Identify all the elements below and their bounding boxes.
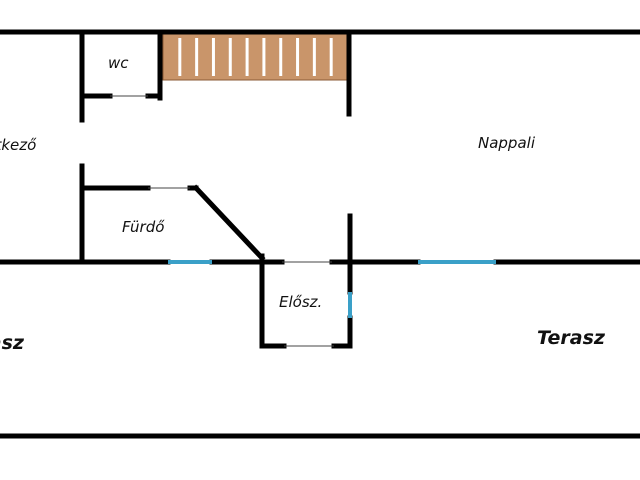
room-label-eloszoba: Elősz. <box>279 293 322 311</box>
stair-steps <box>178 38 333 76</box>
room-label-nappali: Nappali <box>478 134 536 152</box>
room-label-terasz-right: Terasz <box>537 327 606 349</box>
room-label-wc: wc <box>108 54 129 72</box>
room-label-terasz-left: Terasz <box>0 332 25 354</box>
room-label-furdo: Fürdő <box>122 218 165 236</box>
windows <box>168 260 496 318</box>
room-label-etkezo: Étkező <box>0 135 37 154</box>
wall-bath-diagonal <box>192 184 266 262</box>
staircase <box>162 33 349 81</box>
room-labels: wc Étkező Nappali Fürdő Elősz. Terasz Te… <box>0 54 606 354</box>
doors <box>110 95 334 347</box>
staircase-fill <box>162 33 349 81</box>
walls <box>0 29 640 439</box>
